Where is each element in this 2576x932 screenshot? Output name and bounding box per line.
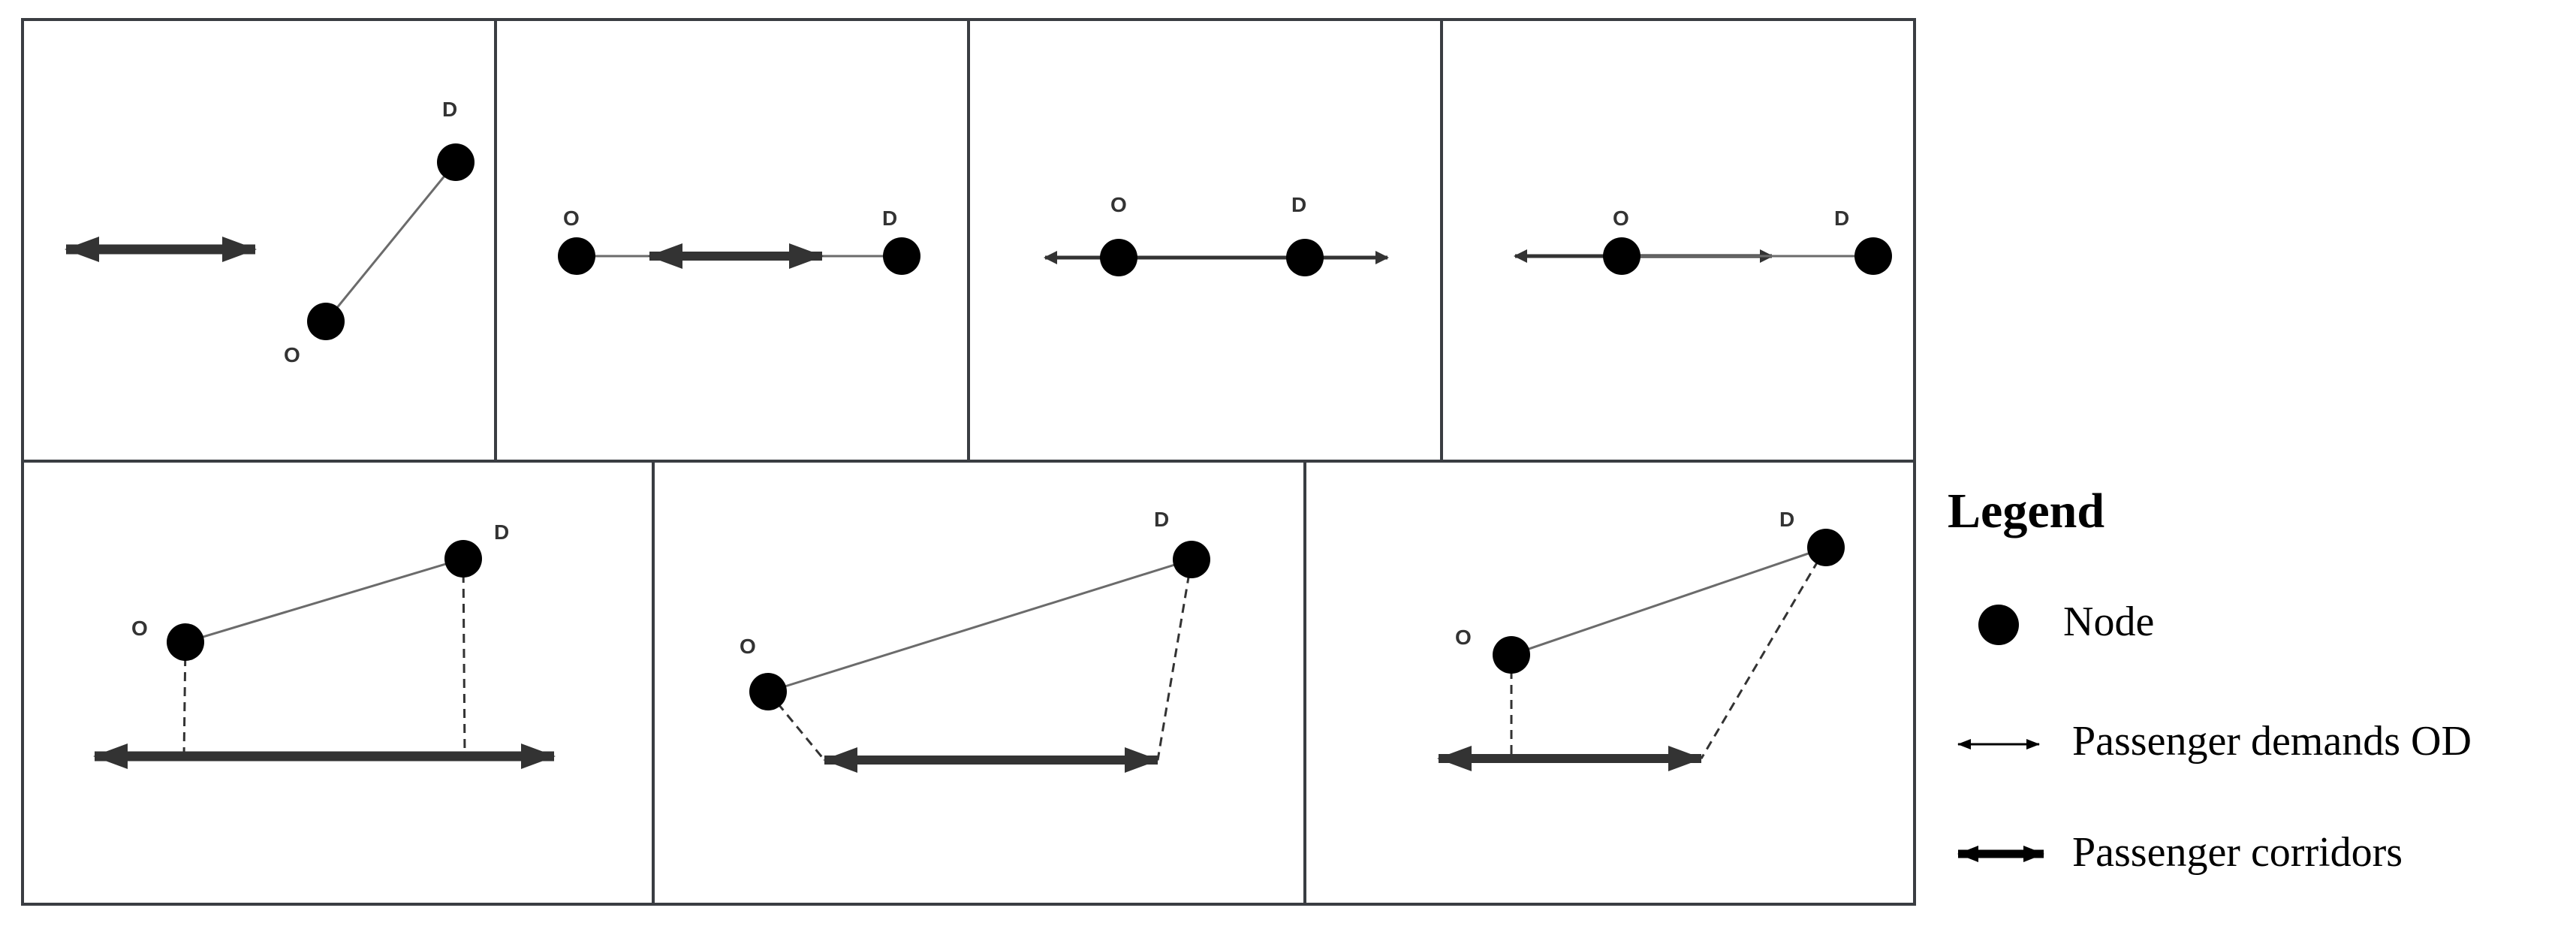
origin-label: O bbox=[1110, 193, 1127, 216]
destination-node bbox=[1286, 239, 1324, 276]
destination-label: D bbox=[1154, 508, 1169, 531]
connector-dashed bbox=[462, 558, 466, 757]
connector-dashed bbox=[1156, 559, 1193, 761]
panel-1: O D bbox=[65, 98, 475, 366]
legend-title: Legend bbox=[1948, 484, 2104, 538]
origin-node bbox=[1100, 239, 1137, 276]
destination-label: D bbox=[1779, 508, 1794, 531]
legend-item-od-label: Passenger demands OD bbox=[2072, 718, 2472, 765]
panel-4: O D bbox=[1514, 207, 1892, 275]
panel-1-frame bbox=[21, 18, 497, 463]
origin-label: O bbox=[284, 343, 300, 366]
panel-7-frame bbox=[1303, 460, 1916, 906]
panel-6-frame bbox=[652, 460, 1306, 906]
panel-3-frame bbox=[967, 18, 1443, 463]
destination-node bbox=[444, 540, 482, 578]
origin-node bbox=[749, 673, 787, 710]
origin-node bbox=[1603, 237, 1641, 275]
origin-label: O bbox=[563, 207, 580, 230]
connector-dashed bbox=[1700, 547, 1827, 759]
od-demand-arrow bbox=[767, 558, 1192, 693]
destination-label: D bbox=[1291, 193, 1306, 216]
origin-node bbox=[167, 623, 204, 661]
destination-label: D bbox=[494, 520, 509, 544]
panel-6: O D bbox=[740, 508, 1210, 773]
destination-label: D bbox=[882, 207, 897, 230]
destination-node bbox=[1807, 529, 1845, 566]
destination-node bbox=[1173, 541, 1210, 578]
origin-label: O bbox=[131, 617, 148, 640]
panel-5-frame bbox=[21, 460, 655, 906]
origin-node bbox=[307, 303, 345, 340]
panel-5: O D bbox=[93, 520, 556, 769]
destination-node bbox=[437, 143, 475, 181]
destination-label: D bbox=[442, 98, 457, 121]
panel-4-frame bbox=[1440, 18, 1916, 463]
destination-node bbox=[1854, 237, 1892, 275]
node-dot-icon bbox=[1978, 605, 2019, 645]
panel-frames bbox=[21, 18, 1916, 906]
origin-label: O bbox=[1455, 626, 1472, 649]
destination-node bbox=[883, 237, 920, 275]
destination-label: D bbox=[1834, 207, 1849, 230]
od-demand-arrow bbox=[324, 161, 457, 322]
connector-dashed bbox=[182, 641, 187, 757]
panel-2: O D bbox=[558, 207, 920, 275]
panel-3: O D bbox=[1044, 193, 1389, 276]
legend-item-node-label: Node bbox=[2063, 599, 2154, 645]
od-demand-arrow bbox=[185, 556, 464, 644]
origin-label: O bbox=[1613, 207, 1629, 230]
origin-node bbox=[558, 237, 595, 275]
legend: Legend Node Passenger demands OD Passeng… bbox=[1948, 484, 2472, 876]
origin-label: O bbox=[740, 635, 756, 658]
panel-7: O D bbox=[1437, 508, 1845, 771]
od-demand-arrow bbox=[1511, 546, 1827, 656]
legend-item-corridor-label: Passenger corridors bbox=[2072, 829, 2403, 876]
origin-node bbox=[1493, 636, 1530, 674]
